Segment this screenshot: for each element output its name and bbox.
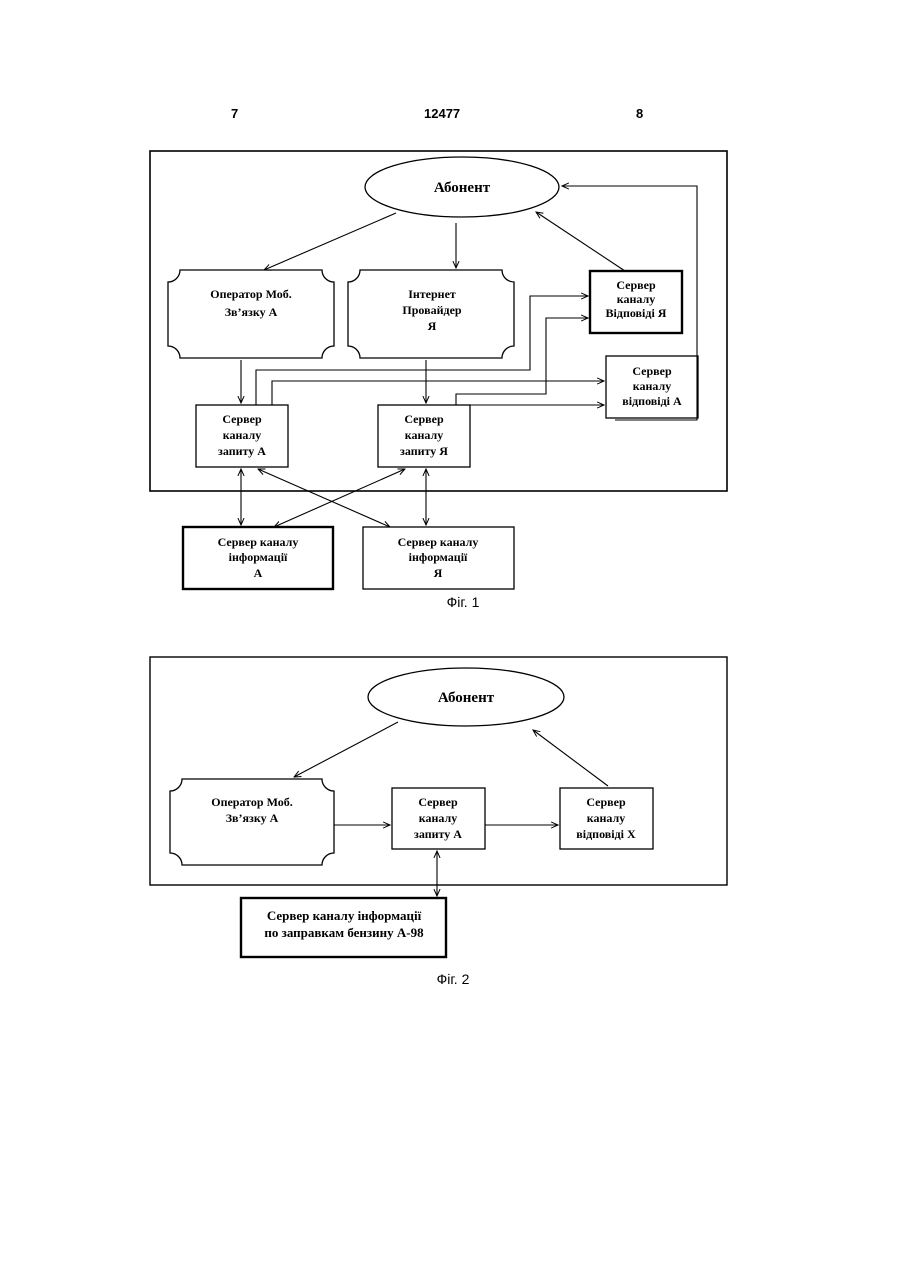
fig2-edge-respx-abonent xyxy=(533,730,608,786)
fig1-info-ya-line1: Сервер каналу xyxy=(398,535,479,549)
fig1-req-ya-line2: каналу xyxy=(405,428,443,442)
figure-2: Абонент Оператор Моб. Зв’язку А Сервер к… xyxy=(150,657,727,987)
fig1-provider-line3: Я xyxy=(428,319,437,333)
fig1-edge-reqya-infoa xyxy=(274,469,405,527)
fig2-caption: Фіг. 2 xyxy=(437,971,470,987)
fig2-req-a-line3: запиту А xyxy=(414,827,462,841)
fig1-req-a-line1: Сервер xyxy=(222,412,262,426)
fig1-resp-a-line2: каналу xyxy=(633,379,671,393)
fig2-operator-node: Оператор Моб. Зв’язку А xyxy=(170,779,334,865)
fig1-req-ya-line1: Сервер xyxy=(404,412,444,426)
fig2-request-server-a: Сервер каналу запиту А xyxy=(392,788,485,849)
fig2-info-line1: Сервер каналу інформації xyxy=(267,908,422,923)
figure-1: Абонент Оператор Моб. Зв’язку А Інтернет… xyxy=(150,151,727,610)
fig1-operator-node: Оператор Моб. Зв’язку А xyxy=(168,270,334,358)
fig2-info-server: Сервер каналу інформації по заправкам бе… xyxy=(241,898,446,957)
fig2-abonent-node: Абонент xyxy=(368,668,564,726)
fig1-operator-line2: Зв’язку А xyxy=(225,305,278,319)
fig1-edge-abonent-operator xyxy=(264,213,396,270)
fig2-req-a-line2: каналу xyxy=(419,811,457,825)
fig1-req-a-line3: запиту А xyxy=(218,444,266,458)
fig1-caption: Фіг. 1 xyxy=(447,594,480,610)
fig1-provider-line2: Провайдер xyxy=(402,303,462,317)
fig1-resp-ya-line1: Сервер xyxy=(616,278,656,292)
fig1-req-ya-line3: запиту Я xyxy=(400,444,448,458)
fig2-resp-x-line3: відповіді Х xyxy=(576,827,636,841)
fig1-edge-respya-abonent xyxy=(536,212,625,271)
fig1-info-a-line3: А xyxy=(254,566,263,580)
fig1-info-server-a: Сервер каналу інформації А xyxy=(183,527,333,589)
fig2-response-server-x: Сервер каналу відповіді Х xyxy=(560,788,653,849)
fig1-info-server-ya: Сервер каналу інформації Я xyxy=(363,527,514,589)
fig1-info-a-line2: інформації xyxy=(229,550,288,564)
fig1-info-a-line1: Сервер каналу xyxy=(218,535,299,549)
fig1-req-a-line2: каналу xyxy=(223,428,261,442)
fig1-abonent-node: Абонент xyxy=(365,157,559,217)
fig1-request-server-ya: Сервер каналу запиту Я xyxy=(378,405,470,467)
fig1-response-server-a: Сервер каналу відповіді А xyxy=(606,356,698,418)
fig2-operator-line2: Зв’язку А xyxy=(226,811,279,825)
fig2-req-a-line1: Сервер xyxy=(418,795,458,809)
fig1-resp-a-line3: відповіді А xyxy=(622,394,682,408)
fig1-resp-ya-line3: Відповіді Я xyxy=(606,306,667,320)
fig1-resp-a-line1: Сервер xyxy=(632,364,672,378)
fig1-edge-reqa-respa xyxy=(272,381,604,405)
fig1-edge-reqa-infoya xyxy=(258,469,390,527)
fig2-resp-x-line1: Сервер xyxy=(586,795,626,809)
fig1-operator-line1: Оператор Моб. xyxy=(210,287,292,301)
fig2-info-line2: по заправкам бензину А-98 xyxy=(264,925,424,940)
fig2-operator-line1: Оператор Моб. xyxy=(211,795,293,809)
fig2-edge-abonent-operator xyxy=(294,722,398,777)
fig1-provider-line1: Інтернет xyxy=(408,287,456,301)
fig2-abonent-label: Абонент xyxy=(438,690,495,706)
fig1-abonent-label: Абонент xyxy=(434,180,491,196)
fig1-info-ya-line2: інформації xyxy=(409,550,468,564)
fig1-provider-node: Інтернет Провайдер Я xyxy=(348,270,514,358)
fig2-resp-x-line2: каналу xyxy=(587,811,625,825)
fig1-resp-ya-line2: каналу xyxy=(617,292,655,306)
fig1-request-server-a: Сервер каналу запиту А xyxy=(196,405,288,467)
fig1-response-server-ya: Сервер каналу Відповіді Я xyxy=(590,271,682,333)
fig1-info-ya-line3: Я xyxy=(434,566,443,580)
